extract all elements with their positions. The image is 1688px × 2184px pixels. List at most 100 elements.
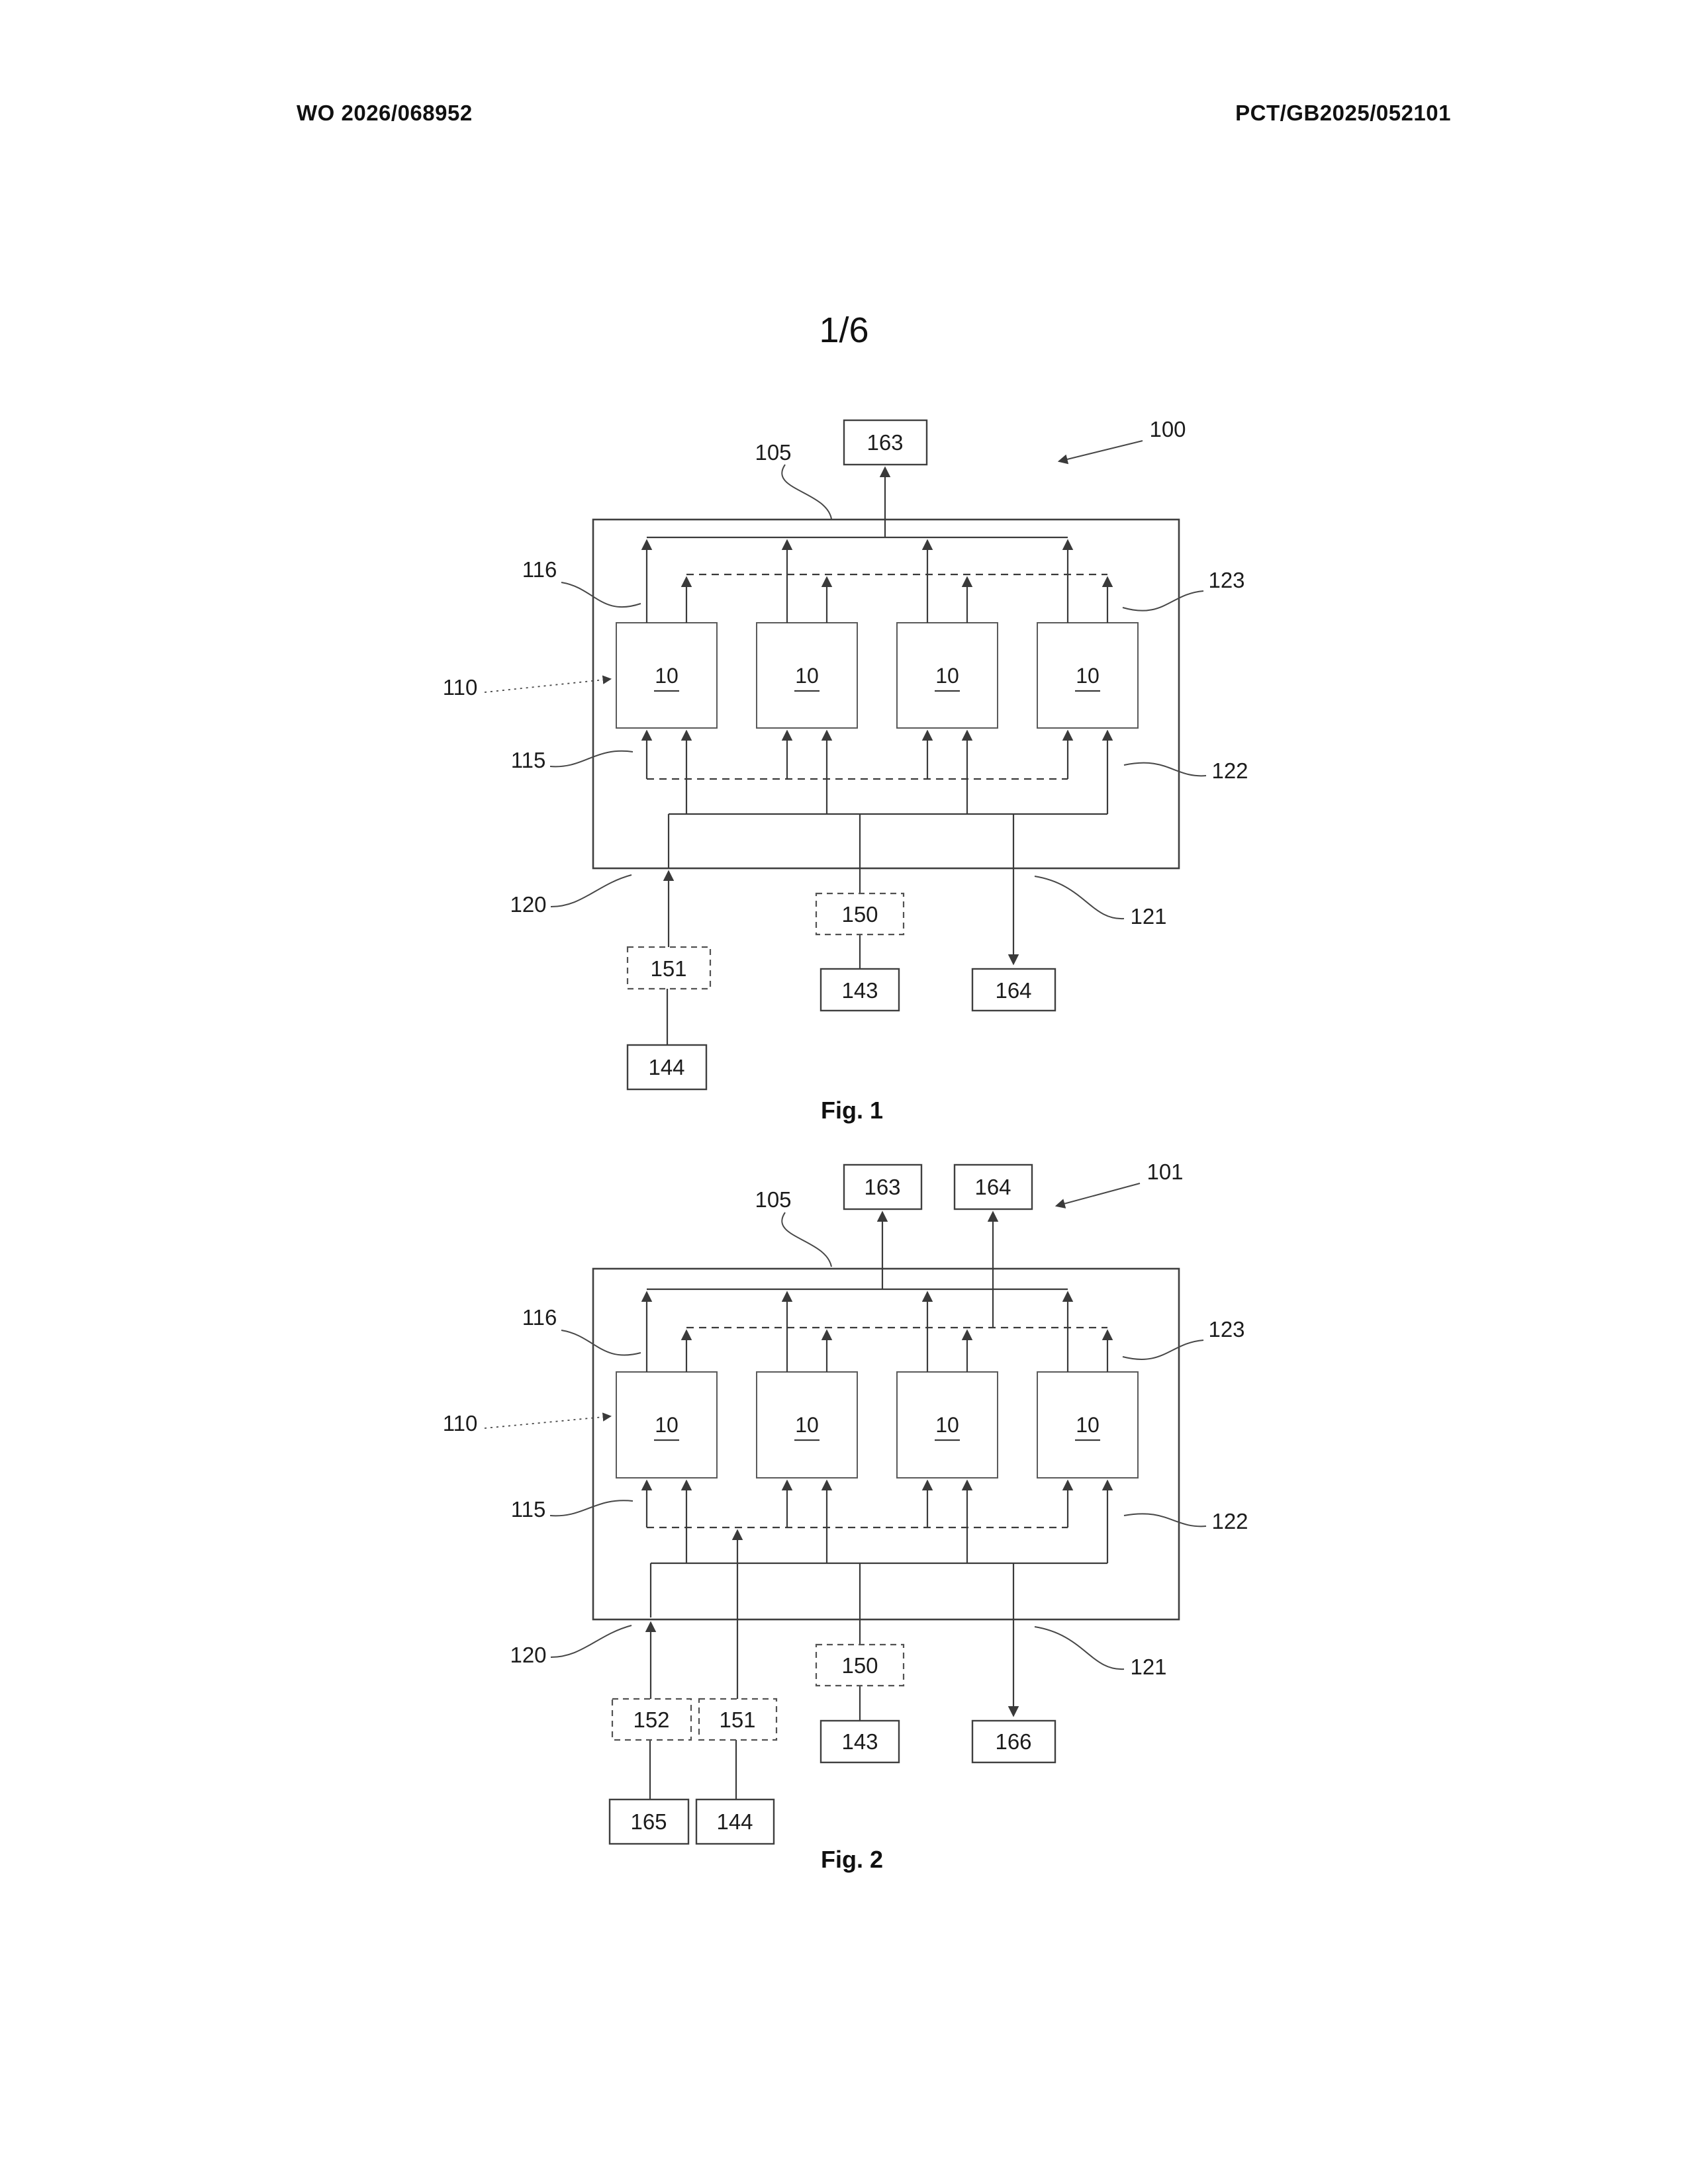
fig1-ref-115: 115 [511, 748, 546, 772]
fig2-box-144 [695, 1798, 775, 1845]
fig1-box-164 [971, 968, 1056, 1012]
fig2-cell-1 [616, 1371, 718, 1479]
fig2-box-152 [611, 1698, 692, 1741]
fig1-cell-1 [616, 622, 718, 729]
fig1-reference-labels: 105 100 116 123 110 115 122 120 121 [443, 417, 1248, 929]
fig1-cell-1-label: 10 [655, 664, 679, 688]
figure-2: 10 10 10 10 [443, 1160, 1248, 1873]
fig2-system-enclosure [592, 1267, 1180, 1621]
fig2-box-152-label: 152 [633, 1707, 669, 1732]
fig2-box-165 [608, 1798, 690, 1845]
fig1-box-150-label: 150 [841, 902, 878, 927]
fig1-cell-3-label: 10 [935, 664, 959, 688]
fig2-cell-2 [756, 1371, 858, 1479]
fig2-ref-120: 120 [510, 1643, 546, 1667]
fig1-box-163 [843, 419, 928, 466]
fig2-leader-105 [781, 1212, 832, 1267]
fig1-cell-2-label: 10 [795, 664, 819, 688]
fig1-arrow-110 [484, 675, 612, 693]
fig2-leader-116 [561, 1330, 641, 1356]
fig2-buses [647, 1288, 1107, 1565]
fig2-box-143-label: 143 [841, 1729, 878, 1754]
fig2-leader-123 [1122, 1340, 1204, 1360]
fig1-ref-105: 105 [755, 440, 791, 465]
fig1-buses [647, 536, 1107, 815]
fig1-cell-3 [896, 622, 998, 729]
fig2-external-boxes: 163 164 150 143 152 151 165 144 166 [608, 1163, 1056, 1845]
fig2-leader-115 [549, 1500, 633, 1517]
sheet-number: 1/6 [819, 310, 869, 350]
publication-number: WO 2026/068952 [297, 101, 473, 125]
fig1-system-enclosure [592, 518, 1180, 870]
fig2-box-151 [698, 1698, 778, 1741]
fig1-ref-122: 122 [1211, 758, 1248, 783]
fig2-cell-top-arrows [641, 1291, 1113, 1372]
fig1-ref-123: 123 [1208, 568, 1244, 592]
fig2-cell-3-label: 10 [935, 1413, 959, 1437]
fig2-io-lines [645, 1210, 1019, 1799]
fig2-ref-105: 105 [755, 1187, 791, 1212]
fig2-box-144-label: 144 [716, 1809, 753, 1834]
fig1-leader-116 [561, 582, 641, 608]
fig1-ref-110: 110 [443, 675, 478, 700]
fig1-leader-115 [549, 750, 633, 768]
fig1-io-lines [663, 466, 1019, 1045]
fig2-ref-121: 121 [1130, 1655, 1166, 1679]
fig2-cell-1-label: 10 [655, 1413, 679, 1437]
fig1-external-boxes: 163 150 143 151 144 164 [626, 419, 1056, 1091]
fig2-arrow-101 [1055, 1183, 1141, 1208]
fig2-box-143 [820, 1719, 900, 1764]
fig2-box-166-label: 166 [995, 1729, 1031, 1754]
fig1-box-151-label: 151 [650, 956, 686, 981]
fig2-box-150 [815, 1643, 905, 1687]
figure-1: 10 10 10 10 [443, 417, 1248, 1124]
fig2-ref-115: 115 [511, 1497, 546, 1522]
fig1-leader-123 [1122, 590, 1204, 612]
fig2-cells: 10 10 10 10 [616, 1371, 1139, 1479]
fig1-cells: 10 10 10 10 [616, 622, 1139, 729]
fig2-box-164 [953, 1163, 1033, 1210]
fig2-box-165-label: 165 [630, 1809, 667, 1834]
fig1-leader-122 [1123, 762, 1207, 777]
fig2-cell-bottom-arrows [641, 1479, 1113, 1563]
fig2-leader-122 [1123, 1513, 1207, 1527]
fig1-box-151 [626, 946, 712, 990]
fig2-box-150-label: 150 [841, 1653, 878, 1678]
fig2-cell-4 [1037, 1371, 1139, 1479]
fig1-leader-120 [550, 874, 632, 907]
fig2-box-163 [843, 1163, 923, 1210]
fig2-leader-121 [1034, 1626, 1125, 1670]
fig1-ref-120: 120 [510, 892, 546, 917]
application-number: PCT/GB2025/052101 [1235, 101, 1451, 125]
fig2-ref-122: 122 [1211, 1509, 1248, 1533]
fig2-box-164-label: 164 [974, 1175, 1011, 1199]
fig1-cell-bottom-arrows [641, 729, 1113, 814]
fig1-ref-116: 116 [522, 557, 557, 582]
fig1-box-144-label: 144 [648, 1055, 684, 1079]
fig1-cell-4 [1037, 622, 1139, 729]
fig2-arrow-110 [484, 1412, 612, 1429]
fig1-cell-2 [756, 622, 858, 729]
fig2-leader-120 [550, 1625, 632, 1658]
fig1-arrow-100 [1057, 440, 1143, 465]
fig2-ref-116: 116 [522, 1305, 557, 1330]
fig2-box-151-label: 151 [719, 1707, 755, 1732]
fig2-box-163-label: 163 [864, 1175, 900, 1199]
fig1-ref-100: 100 [1149, 417, 1186, 441]
fig2-ref-101: 101 [1147, 1160, 1183, 1184]
fig1-leader-121 [1034, 876, 1125, 920]
fig2-ref-110: 110 [443, 1411, 478, 1435]
fig1-cell-4-label: 10 [1076, 664, 1100, 688]
fig2-ref-123: 123 [1208, 1317, 1244, 1342]
fig1-cell-top-arrows [641, 539, 1113, 623]
fig1-caption: Fig. 1 [821, 1097, 883, 1124]
fig2-reference-labels: 105 101 116 123 110 115 122 120 121 [443, 1160, 1248, 1679]
fig1-box-143-label: 143 [841, 978, 878, 1003]
fig1-box-143 [820, 968, 900, 1012]
fig1-box-150 [815, 892, 905, 936]
fig1-leader-105 [781, 464, 832, 520]
fig1-box-163-label: 163 [867, 430, 903, 455]
fig2-cell-3 [896, 1371, 998, 1479]
fig1-ref-121: 121 [1130, 904, 1166, 929]
fig2-cell-4-label: 10 [1076, 1413, 1100, 1437]
